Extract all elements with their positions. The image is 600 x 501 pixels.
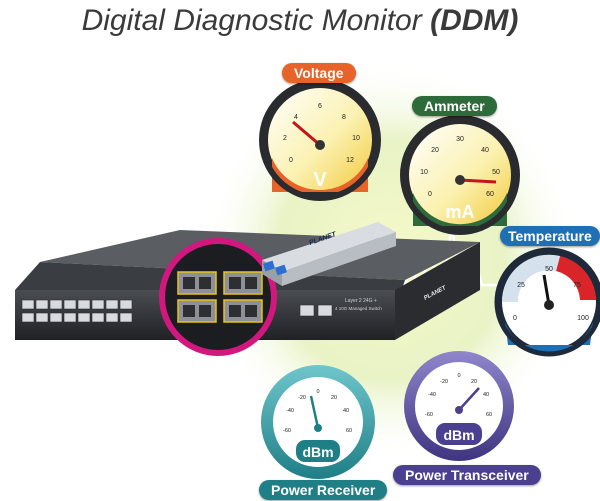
temperature-tick-2: 50 bbox=[545, 266, 553, 273]
voltage-label: Voltage bbox=[282, 63, 356, 83]
switch-model-text: Layer 2 24G + bbox=[345, 298, 377, 304]
ammeter-tick-5: 50 bbox=[492, 169, 500, 176]
power-transceiver-tick-3: 0 bbox=[457, 373, 460, 379]
power-receiver-tick-6: 60 bbox=[346, 428, 352, 434]
ammeter-gauge: mA 0 10 20 30 40 50 60 bbox=[400, 115, 520, 235]
temperature-needle bbox=[542, 274, 551, 306]
temperature-label: Temperature bbox=[500, 226, 600, 246]
voltage-tick-6: 12 bbox=[346, 157, 354, 164]
power-receiver-tick-1: -40 bbox=[286, 408, 294, 414]
power-receiver-tick-5: 40 bbox=[343, 408, 349, 414]
power-receiver-label: Power Receiver bbox=[259, 480, 388, 500]
temperature-tick-0: 0 bbox=[513, 315, 517, 322]
voltage-tick-4: 8 bbox=[342, 114, 346, 121]
power-receiver-gauge: dBm -60 -40 -20 0 20 40 60 bbox=[261, 365, 375, 479]
power-transceiver-gauge: dBm -60 -40 -20 0 20 40 60 bbox=[404, 351, 514, 461]
temperature-gauge: °C 0 25 50 75 100 bbox=[494, 247, 600, 357]
ammeter-needle bbox=[459, 178, 497, 184]
title-abbr: (DDM) bbox=[430, 4, 519, 37]
voltage-tick-5: 10 bbox=[352, 135, 360, 142]
voltage-gauge: V 0 2 4 6 8 10 12 bbox=[259, 79, 381, 201]
ammeter-tick-6: 60 bbox=[486, 191, 494, 198]
ammeter-label: Ammeter bbox=[412, 96, 497, 116]
power-receiver-tick-0: -60 bbox=[283, 428, 291, 434]
ammeter-unit: mA bbox=[445, 202, 474, 222]
ammeter-tick-3: 30 bbox=[456, 136, 464, 143]
power-receiver-unit: dBm bbox=[302, 444, 333, 460]
power-transceiver-needle bbox=[458, 387, 480, 411]
temperature-tick-3: 75 bbox=[573, 282, 581, 289]
ammeter-tick-4: 40 bbox=[481, 147, 489, 154]
sfp-port-magnifier bbox=[159, 238, 277, 356]
temperature-tick-4: 100 bbox=[577, 315, 589, 322]
ammeter-tick-2: 20 bbox=[431, 147, 439, 154]
sfp-module-icon: PLANET bbox=[262, 222, 396, 286]
switch-model-text-2: 4 10G Managed Switch bbox=[335, 306, 382, 311]
voltage-tick-0: 0 bbox=[289, 157, 293, 164]
power-transceiver-unit: dBm bbox=[443, 427, 474, 443]
power-transceiver-label: Power Transceiver bbox=[393, 465, 541, 485]
power-transceiver-tick-1: -40 bbox=[428, 392, 436, 398]
ammeter-tick-1: 10 bbox=[420, 169, 428, 176]
temperature-tick-1: 25 bbox=[517, 282, 525, 289]
power-receiver-tick-4: 20 bbox=[331, 395, 337, 401]
power-transceiver-tick-0: -60 bbox=[425, 412, 433, 418]
voltage-tick-2: 4 bbox=[294, 114, 298, 121]
power-receiver-tick-2: -20 bbox=[298, 395, 306, 401]
power-transceiver-tick-4: 20 bbox=[471, 379, 477, 385]
title-main: Digital Diagnostic Monitor bbox=[81, 4, 431, 37]
power-transceiver-tick-2: -20 bbox=[440, 379, 448, 385]
voltage-tick-3: 6 bbox=[318, 103, 322, 110]
power-transceiver-tick-5: 40 bbox=[483, 392, 489, 398]
power-receiver-needle bbox=[309, 395, 320, 429]
page-title: Digital Diagnostic Monitor (DDM) bbox=[0, 4, 600, 38]
voltage-unit: V bbox=[313, 169, 327, 191]
voltage-needle bbox=[292, 120, 321, 147]
power-transceiver-tick-6: 60 bbox=[486, 412, 492, 418]
temperature-unit: °C bbox=[539, 329, 558, 348]
ammeter-tick-0: 0 bbox=[428, 191, 432, 198]
voltage-tick-1: 2 bbox=[283, 135, 287, 142]
power-receiver-tick-3: 0 bbox=[316, 389, 319, 395]
